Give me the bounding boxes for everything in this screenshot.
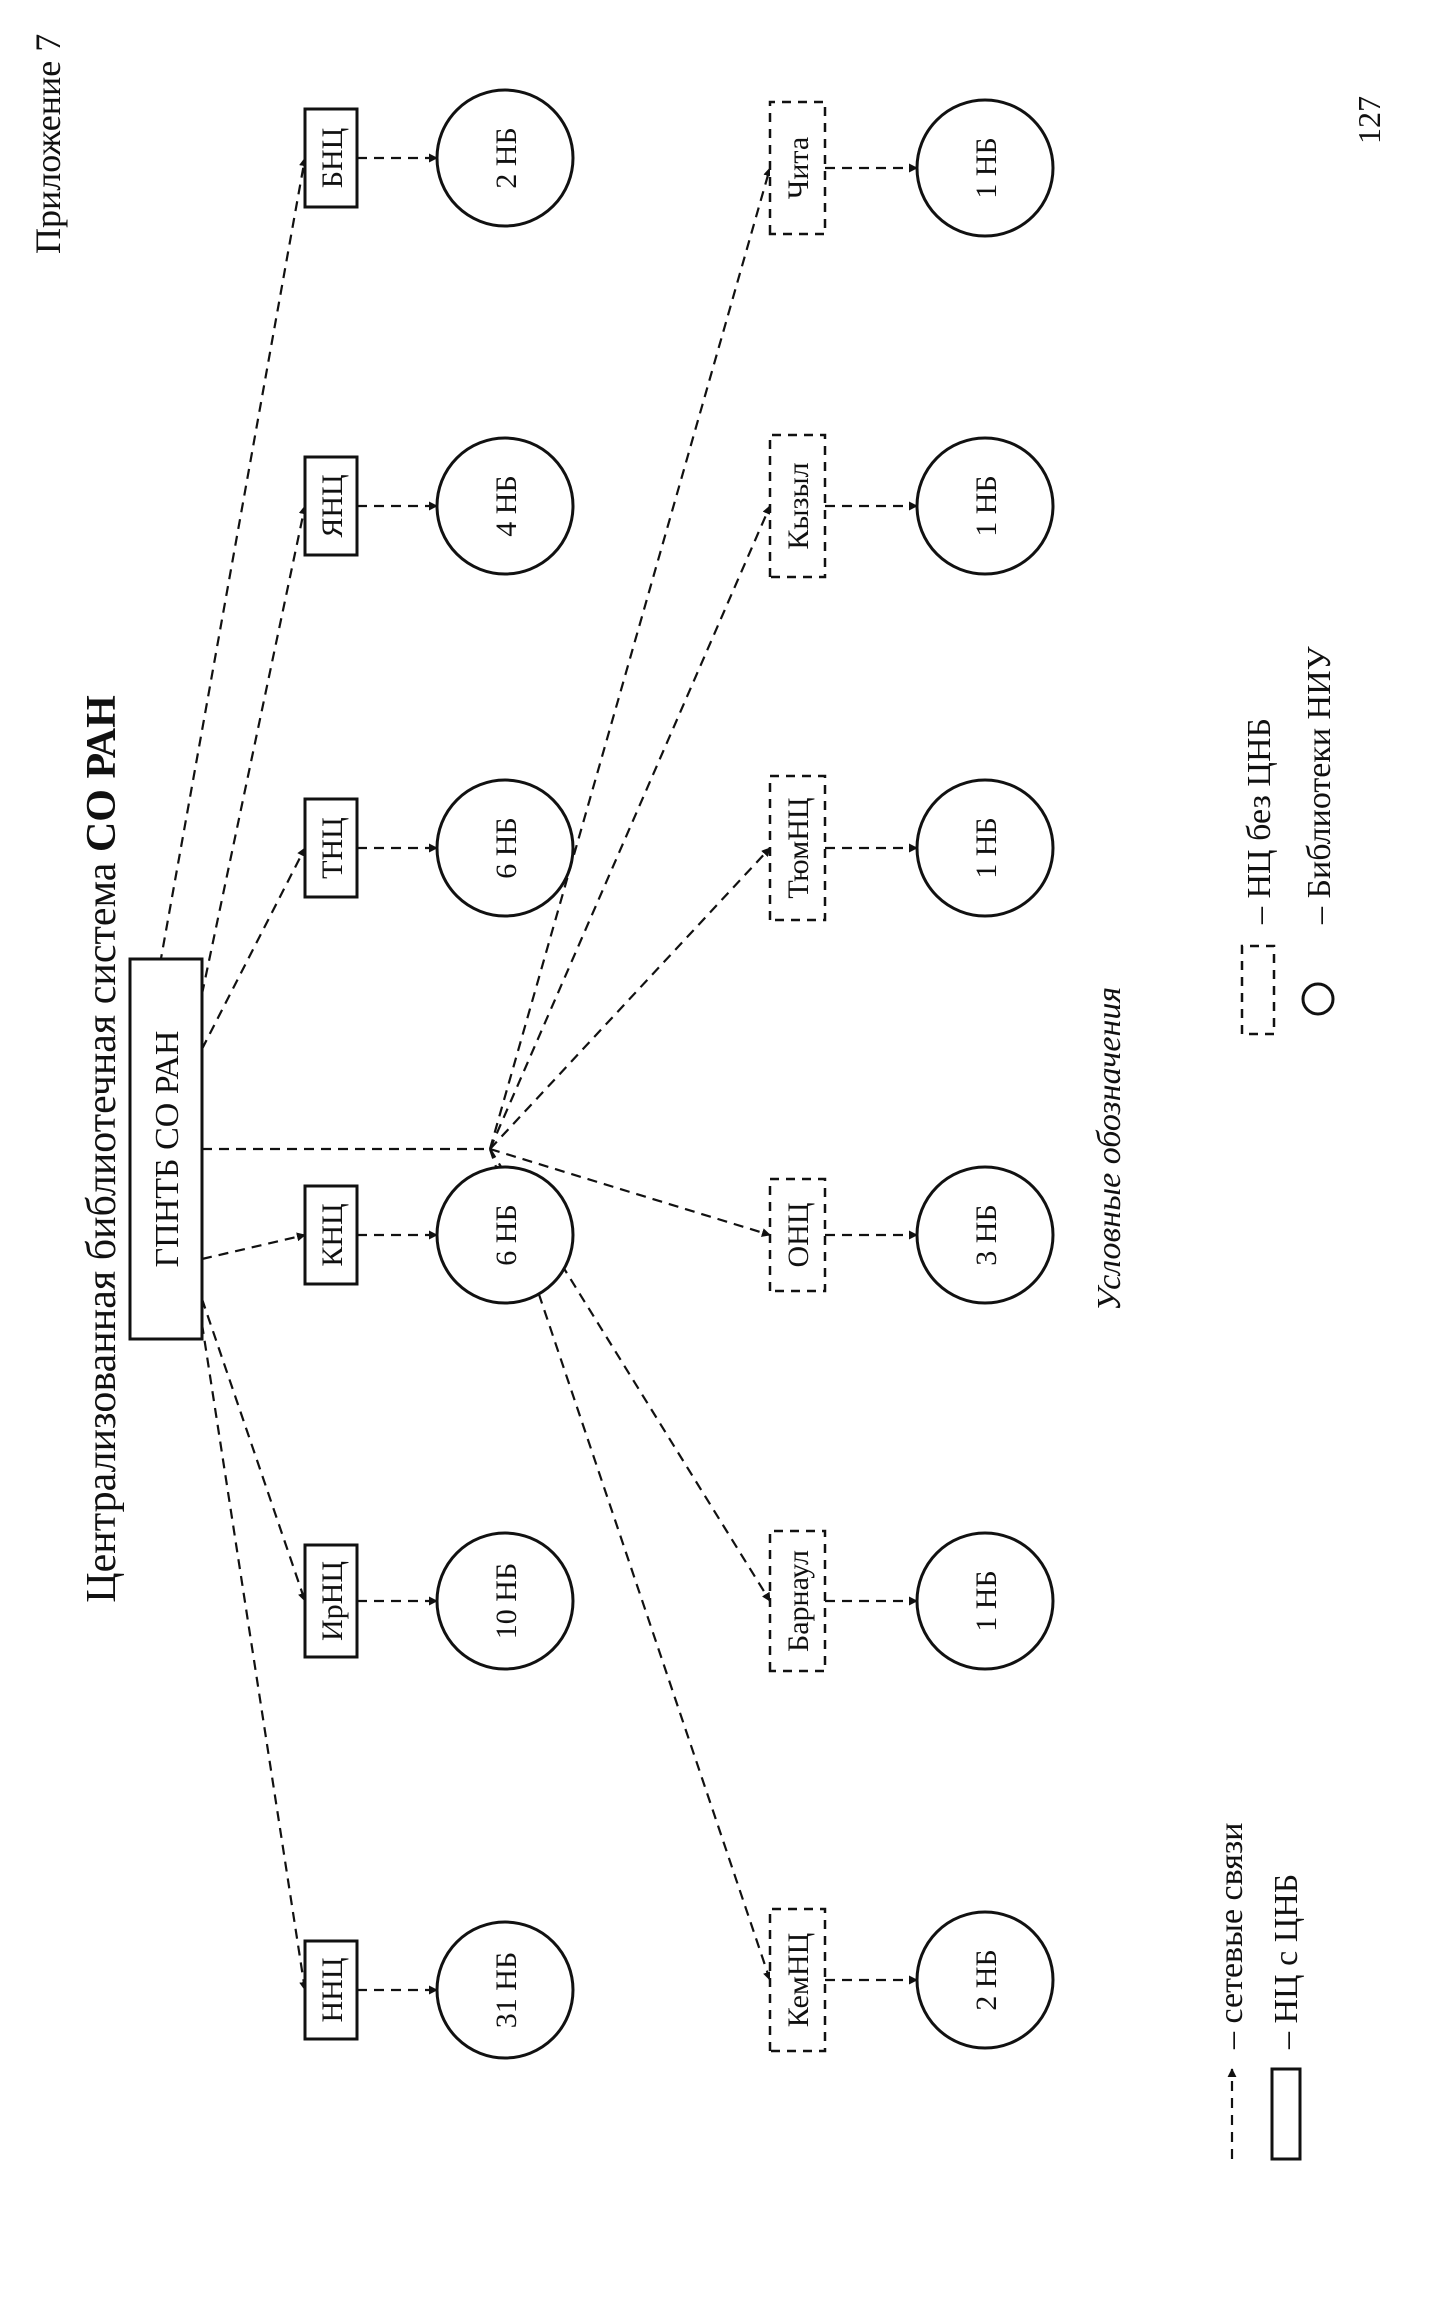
chita-box	[768, 100, 827, 236]
kemnc-libs-circle	[915, 1910, 1055, 2050]
node-irnc: ИрНЦ 10 НБ	[303, 1531, 575, 1671]
link-hub-to-tyumnc	[489, 847, 771, 1150]
top-row: ННЦ 31 НБ ИрНЦ 10 НБ КНЦ 6 НБ	[303, 88, 575, 2060]
tnc-libs-label: 6 НБ	[490, 817, 523, 878]
legend-dashed-box-text: – НЦ без ЦНБ	[1241, 718, 1278, 925]
ync-libs-label: 4 НБ	[490, 475, 523, 536]
barnaul-libs-circle	[915, 1531, 1055, 1671]
kemnc-box	[768, 1907, 827, 2053]
nnc-label: ННЦ	[316, 1958, 349, 2023]
page-number: 127	[1351, 96, 1387, 144]
irnc-box	[303, 1543, 359, 1659]
diagram-title-normal: Централизованная библиотечная система	[79, 852, 125, 1603]
tyumnc-libs-circle	[915, 778, 1055, 918]
root-box	[128, 957, 204, 1341]
kyzyl-label: Кызыл	[782, 462, 815, 549]
legend-circle-sample	[1301, 982, 1335, 1016]
tnc-label: ТНЦ	[316, 817, 349, 879]
tyumnc-libs-label: 1 НБ	[970, 817, 1003, 878]
knc-label: КНЦ	[316, 1203, 349, 1266]
legend-dashed-box-sample	[1240, 944, 1276, 1036]
kyzyl-libs-label: 1 НБ	[970, 475, 1003, 536]
node-tnc: ТНЦ 6 НБ	[303, 778, 575, 918]
legend-links-text: – сетевые связи	[1213, 1823, 1250, 2051]
barnaul-libs-label: 1 НБ	[970, 1570, 1003, 1631]
onc-libs-circle	[915, 1165, 1055, 1305]
link-root-to-bnc	[158, 157, 308, 965]
link-hub-to-chita	[488, 167, 773, 1150]
legend-title: Условные обозначения	[1091, 987, 1128, 1311]
kemnc-label: КемНЦ	[782, 1933, 815, 2028]
knc-libs-circle	[435, 1165, 575, 1305]
legend-circle-text: – Библиотеки НИУ	[1301, 645, 1338, 925]
kemnc-libs-label: 2 НБ	[970, 1949, 1003, 2010]
irnc-label: ИрНЦ	[316, 1561, 349, 1641]
appendix-label: Приложение 7	[28, 34, 68, 254]
kyzyl-box	[768, 433, 827, 579]
node-knc: КНЦ 6 НБ	[303, 1165, 575, 1305]
legend: Условные обозначения – сетевые связи – Н…	[1091, 645, 1338, 2161]
node-barnaul: Барнаул 1 НБ	[768, 1529, 1055, 1673]
link-hub-to-onc	[489, 1147, 771, 1237]
link-root-to-irnc	[200, 1298, 307, 1602]
onc-label: ОНЦ	[782, 1203, 815, 1268]
nnc-libs-label: 31 НБ	[490, 1952, 523, 2028]
diagram-title: Централизованная библиотечная система СО…	[79, 695, 125, 1603]
node-kemnc: КемНЦ 2 НБ	[768, 1907, 1055, 2053]
irnc-libs-circle	[435, 1531, 575, 1671]
link-root-to-knc	[201, 1232, 306, 1261]
node-bnc: БНЦ 2 НБ	[303, 88, 575, 228]
diagram-title-bold: СО РАН	[79, 695, 125, 852]
tnc-box	[303, 797, 359, 899]
nnc-box	[303, 1939, 359, 2041]
onc-libs-label: 3 НБ	[970, 1204, 1003, 1265]
chita-label: Чита	[782, 137, 815, 199]
tyumnc-label: ТюмНЦ	[782, 797, 815, 898]
node-nnc: ННЦ 31 НБ	[303, 1920, 575, 2060]
knc-box	[303, 1184, 359, 1286]
knc-libs-label: 6 НБ	[490, 1204, 523, 1265]
link-root-to-nnc	[200, 1323, 309, 1991]
node-onc: ОНЦ 3 НБ	[768, 1165, 1055, 1305]
bnc-libs-label: 2 НБ	[490, 127, 523, 188]
ync-label: ЯНЦ	[316, 474, 349, 537]
node-chita: Чита 1 НБ	[768, 98, 1055, 238]
chita-libs-label: 1 НБ	[970, 137, 1003, 198]
chita-libs-circle	[915, 98, 1055, 238]
link-hub-to-kyzyl	[488, 505, 772, 1150]
barnaul-label: Барнаул	[782, 1550, 815, 1652]
legend-solid-box-text: – НЦ с ЦНБ	[1268, 1874, 1305, 2050]
network-links	[158, 153, 918, 1995]
ync-box	[303, 455, 359, 557]
kyzyl-libs-circle	[915, 436, 1055, 576]
irnc-libs-label: 10 НБ	[490, 1563, 523, 1639]
node-ync: ЯНЦ 4 НБ	[303, 436, 575, 576]
root-node: ГПНТБ СО РАН	[128, 957, 204, 1341]
link-root-to-tnc	[201, 847, 306, 1050]
bottom-row: КемНЦ 2 НБ Барнаул 1 НБ ОНЦ 3 НБ	[768, 98, 1055, 2053]
onc-box	[768, 1177, 827, 1293]
node-tyumnc: ТюмНЦ 1 НБ	[768, 774, 1055, 922]
tyumnc-box	[768, 774, 827, 922]
node-kyzyl: Кызыл 1 НБ	[768, 433, 1055, 579]
root-label: ГПНТБ СО РАН	[149, 1031, 186, 1268]
legend-solid-box-sample	[1270, 2067, 1302, 2161]
tnc-libs-circle	[435, 778, 575, 918]
nnc-libs-circle	[435, 1920, 575, 2060]
bnc-libs-circle	[435, 88, 575, 228]
ync-libs-circle	[435, 436, 575, 576]
link-root-to-ync	[200, 505, 308, 995]
bnc-label: БНЦ	[316, 128, 349, 189]
barnaul-box	[768, 1529, 827, 1673]
bnc-box	[303, 107, 359, 209]
